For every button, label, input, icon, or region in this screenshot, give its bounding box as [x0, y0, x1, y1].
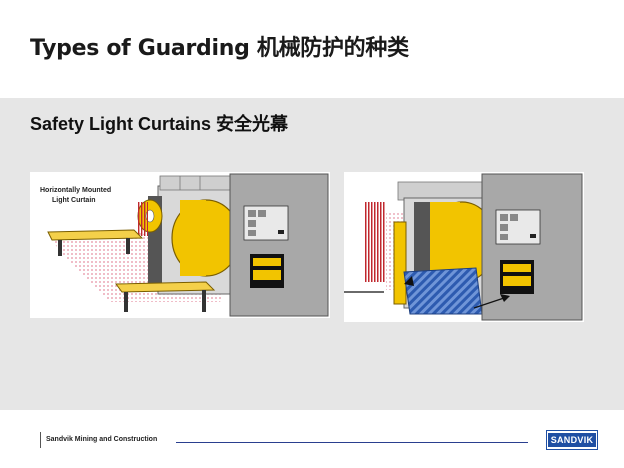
footer-rule — [176, 442, 528, 443]
protected-zone — [403, 267, 483, 315]
light-curtain-label-line1: Horizontally Mounted — [40, 187, 111, 194]
sandvik-logo: SANDVIK — [546, 430, 598, 450]
slide-subtitle: Safety Light Curtains 安全光幕 — [30, 114, 289, 134]
slide-title: Types of Guarding 机械防护的种类 — [30, 36, 409, 61]
control-cabinet — [481, 173, 583, 321]
horizontal-light-curtain-illustration: Horizontally Mounted Light Curtain — [30, 172, 330, 318]
sandvik-logo-text: SANDVIK — [548, 433, 596, 447]
light-curtain-emitter — [364, 202, 386, 282]
vertical-light-curtain-illustration — [344, 172, 584, 322]
footer-company: Sandvik Mining and Construction — [46, 436, 158, 443]
light-curtain-label-line2: Light Curtain — [52, 197, 96, 204]
footer-divider — [40, 432, 41, 448]
control-cabinet — [229, 173, 329, 317]
